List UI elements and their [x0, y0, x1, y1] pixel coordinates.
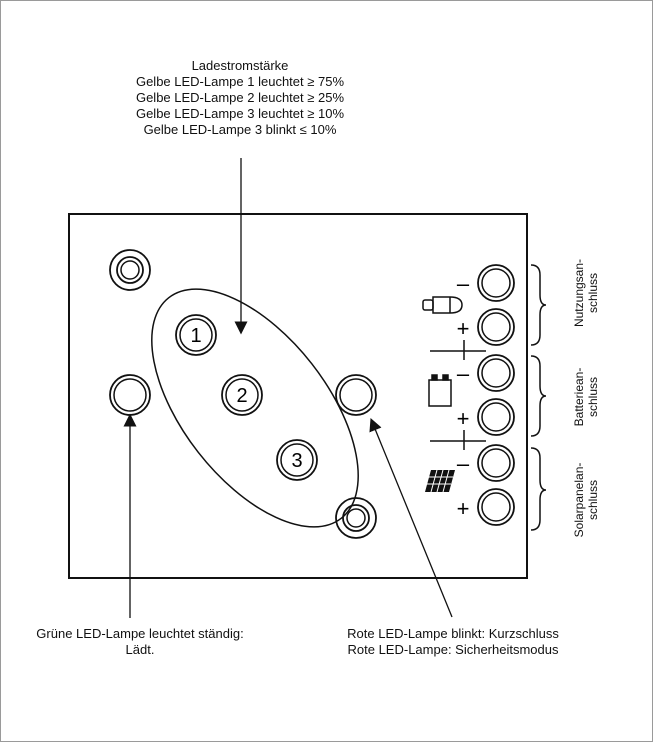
yellow-led-3: 3 [276, 439, 318, 481]
green-led-caption: Grüne LED-Lampe leuchtet ständig: Lädt. [20, 626, 260, 658]
battery-brace [530, 355, 547, 437]
legend-line-2: Gelbe LED-Lampe 2 leuchtet ≥ 25% [135, 90, 345, 105]
solar-panel-icon [425, 469, 455, 493]
yellow-led-group-outline [151, 288, 359, 528]
red-caption-line-2: Rote LED-Lampe: Sicherheitsmodus [347, 642, 559, 657]
solar-brace [530, 447, 547, 531]
usage-connector-label: Nutzungsan- schluss [572, 253, 600, 333]
legend-title: Ladestromstärke [191, 58, 289, 73]
yellow-led-2-number: 2 [236, 385, 247, 407]
solar-terminal-plus [477, 488, 515, 526]
usage-label-line-1: Nutzungsan- [572, 258, 586, 328]
controller-body [68, 213, 528, 579]
solar-label-line-2: schluss [586, 480, 600, 521]
battery-terminal-minus [477, 354, 515, 392]
yellow-led-3-number: 3 [291, 450, 302, 472]
solar-minus-sign: – [457, 451, 470, 476]
battery-label-line-1: Batteriean- [572, 367, 586, 427]
battery-connector-label: Batteriean- schluss [572, 357, 600, 437]
top-left-ring-indicator [109, 249, 151, 291]
solar-plus-sign: + [457, 496, 470, 521]
charge-current-legend: Ladestromstärke Gelbe LED-Lampe 1 leucht… [60, 58, 420, 138]
usage-plus-sign: + [457, 316, 470, 341]
green-led [109, 374, 151, 416]
red-led-caption: Rote LED-Lampe blinkt: Kurzschluss Rote … [300, 626, 606, 658]
usage-label-line-2: schluss [586, 273, 600, 314]
battery-icon [428, 374, 452, 407]
legend-line-3: Gelbe LED-Lampe 3 leuchtet ≥ 10% [135, 106, 345, 121]
legend-line-4: Gelbe LED-Lampe 3 blinkt ≤ 10% [143, 122, 337, 137]
battery-label-line-2: schluss [586, 377, 600, 418]
usage-terminal-plus [477, 308, 515, 346]
arrow-to-red-led [369, 417, 453, 618]
yellow-led-2: 2 [221, 374, 263, 416]
solar-label-line-1: Solarpanelan- [572, 462, 586, 538]
yellow-led-1-number: 1 [190, 325, 201, 347]
usage-terminal-minus [477, 264, 515, 302]
usage-brace [530, 264, 547, 346]
green-caption-line-1: Grüne LED-Lampe leuchtet ständig: [36, 626, 244, 641]
battery-plus-sign: + [457, 406, 470, 431]
red-caption-line-1: Rote LED-Lampe blinkt: Kurzschluss [347, 626, 559, 641]
battery-terminal-plus [477, 398, 515, 436]
yellow-led-1: 1 [175, 314, 217, 356]
bottom-ring-button [335, 497, 377, 539]
legend-line-1: Gelbe LED-Lampe 1 leuchtet ≥ 75% [135, 74, 345, 89]
lamp-icon [422, 296, 463, 314]
solar-terminal-minus [477, 444, 515, 482]
green-caption-line-2: Lädt. [125, 642, 155, 657]
red-led [335, 374, 377, 416]
solar-connector-label: Solarpanelan- schluss [572, 460, 600, 540]
usage-minus-sign: – [457, 271, 470, 296]
battery-minus-sign: – [457, 361, 470, 386]
